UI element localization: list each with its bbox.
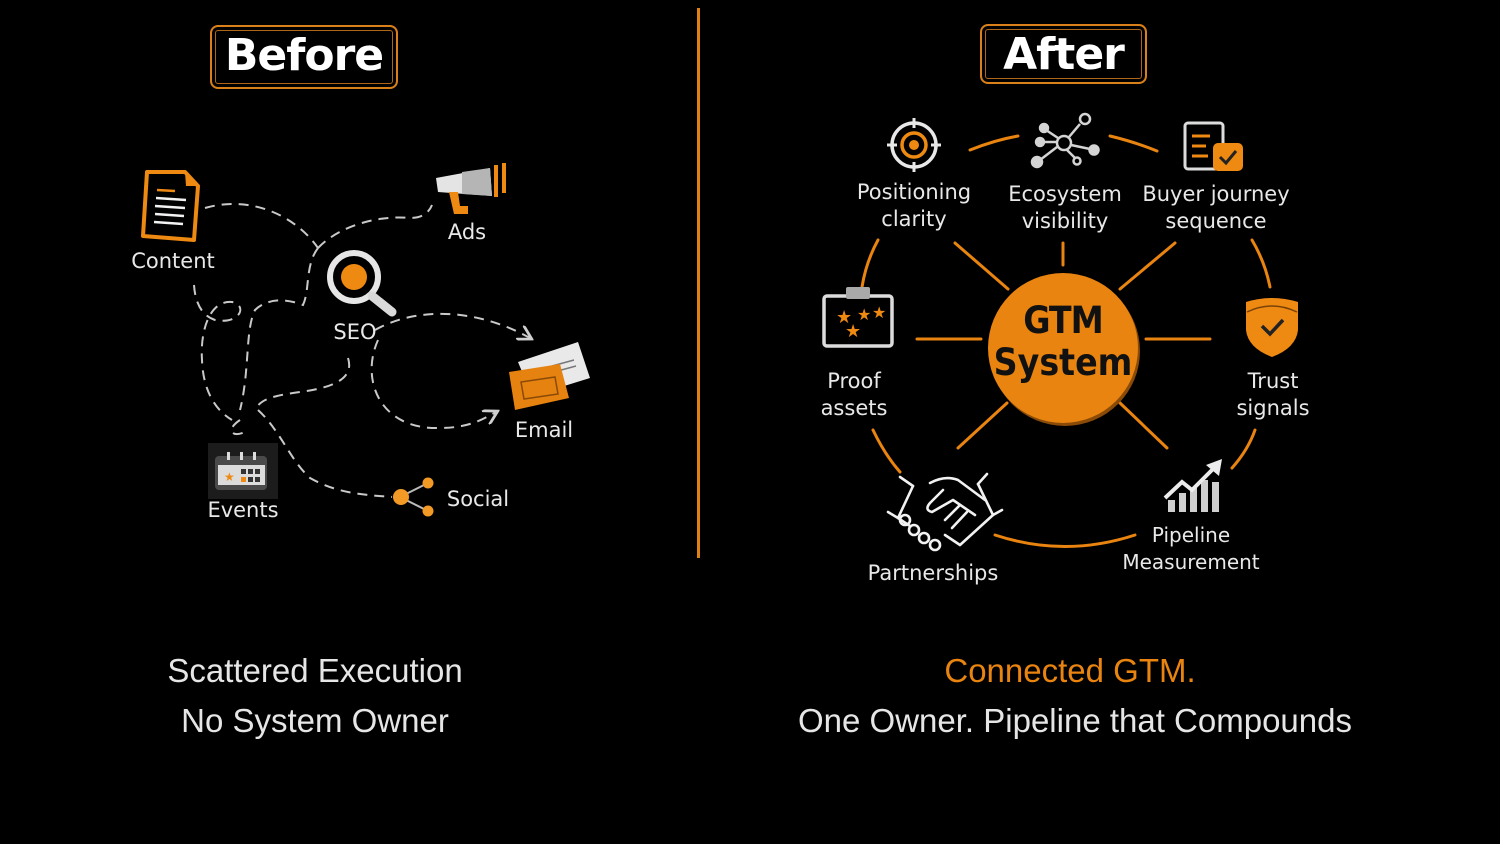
- channel-label-social: Social: [446, 487, 510, 511]
- path-seo-email: [374, 312, 530, 338]
- node-label-line1: Proof: [827, 369, 881, 393]
- spoke: [956, 401, 1009, 450]
- network-icon: [1030, 112, 1100, 169]
- after-title-badge: After: [980, 24, 1147, 84]
- node-partnerships: Partnerships: [848, 560, 1018, 587]
- after-caption-line2: One Owner. Pipeline that Compounds: [798, 702, 1352, 739]
- node-label-line1: Ecosystem: [1008, 182, 1122, 206]
- ring-arc: [993, 533, 1137, 548]
- node-label-line2: signals: [1236, 396, 1310, 420]
- document-icon: [141, 170, 200, 242]
- envelope-icon: [509, 342, 590, 410]
- path-seo-ads: [317, 204, 433, 249]
- node-label-line2: assets: [820, 396, 888, 420]
- hub-line1: GTM: [1023, 299, 1104, 342]
- before-caption-line1: Scattered Execution: [167, 652, 463, 689]
- ring-arc: [1108, 134, 1159, 153]
- hub-line2: System: [993, 341, 1133, 384]
- before-title: Before: [224, 30, 384, 81]
- svg-text:★: ★: [872, 303, 886, 322]
- channel-label-ads: Ads: [447, 220, 487, 244]
- spoke: [1118, 401, 1169, 450]
- channel-label-content: Content: [131, 249, 215, 273]
- ring-arc: [1250, 238, 1272, 289]
- node-buyer-journey: Buyer journey sequence: [1136, 181, 1296, 235]
- node-label-line1: Partnerships: [867, 561, 999, 585]
- target-icon: [887, 118, 941, 172]
- path-loop-email: [370, 339, 496, 430]
- node-proof-assets: Proof assets: [804, 368, 904, 422]
- before-caption-line2: No System Owner: [181, 702, 449, 739]
- calendar-icon: ★: [208, 443, 278, 499]
- node-pipeline-measurement: Pipeline Measurement: [1116, 522, 1266, 576]
- node-label-line1: Buyer journey: [1142, 182, 1290, 206]
- channel-label-email: Email: [514, 418, 574, 442]
- node-trust-signals: Trust signals: [1223, 368, 1323, 422]
- path-events-knot: [230, 419, 246, 436]
- handshake-icon: [886, 472, 1004, 552]
- node-label-line1: Pipeline: [1151, 523, 1231, 547]
- node-label-line2: Measurement: [1122, 550, 1260, 574]
- path-seo-loop: [239, 247, 319, 411]
- after-caption-line1: Connected GTM.: [944, 652, 1196, 689]
- checklist-icon: [1183, 121, 1243, 171]
- shield-check-icon: [1246, 298, 1298, 357]
- node-label-line1: Positioning: [856, 180, 972, 204]
- share-icon: [393, 477, 434, 517]
- gtm-system-hub: GTM System: [988, 273, 1138, 423]
- spoke: [1118, 241, 1177, 291]
- before-title-badge: Before: [210, 25, 398, 89]
- node-label-line2: visibility: [1021, 209, 1109, 233]
- svg-text:★: ★: [836, 307, 852, 328]
- node-positioning: Positioning clarity: [844, 179, 984, 233]
- node-label-line1: Trust: [1247, 369, 1299, 393]
- channel-label-seo: SEO: [333, 320, 377, 344]
- ring-arc: [860, 238, 880, 289]
- channel-label-events: Events: [207, 498, 279, 522]
- ring-arc: [871, 428, 902, 474]
- ring-arc: [1230, 428, 1257, 470]
- after-title: After: [1003, 29, 1125, 80]
- node-label-line2: sequence: [1165, 209, 1267, 233]
- node-ecosystem: Ecosystem visibility: [995, 181, 1135, 235]
- spoke: [953, 241, 1010, 291]
- clipboard-stars-icon: ★ ★ ★ ★: [822, 287, 894, 348]
- megaphone-icon: [436, 163, 506, 214]
- svg-text:★: ★: [224, 470, 235, 484]
- svg-text:★: ★: [845, 321, 861, 342]
- section-divider: [697, 8, 700, 558]
- magnifier-icon: [327, 250, 397, 317]
- path-seo-events: [254, 357, 351, 411]
- svg-text:★: ★: [857, 305, 871, 324]
- ring-arc: [968, 134, 1020, 152]
- node-label-line2: clarity: [881, 207, 947, 231]
- path-events-social: [257, 409, 393, 498]
- growth-chart-icon: [1163, 459, 1222, 512]
- path-content-down: [193, 284, 242, 421]
